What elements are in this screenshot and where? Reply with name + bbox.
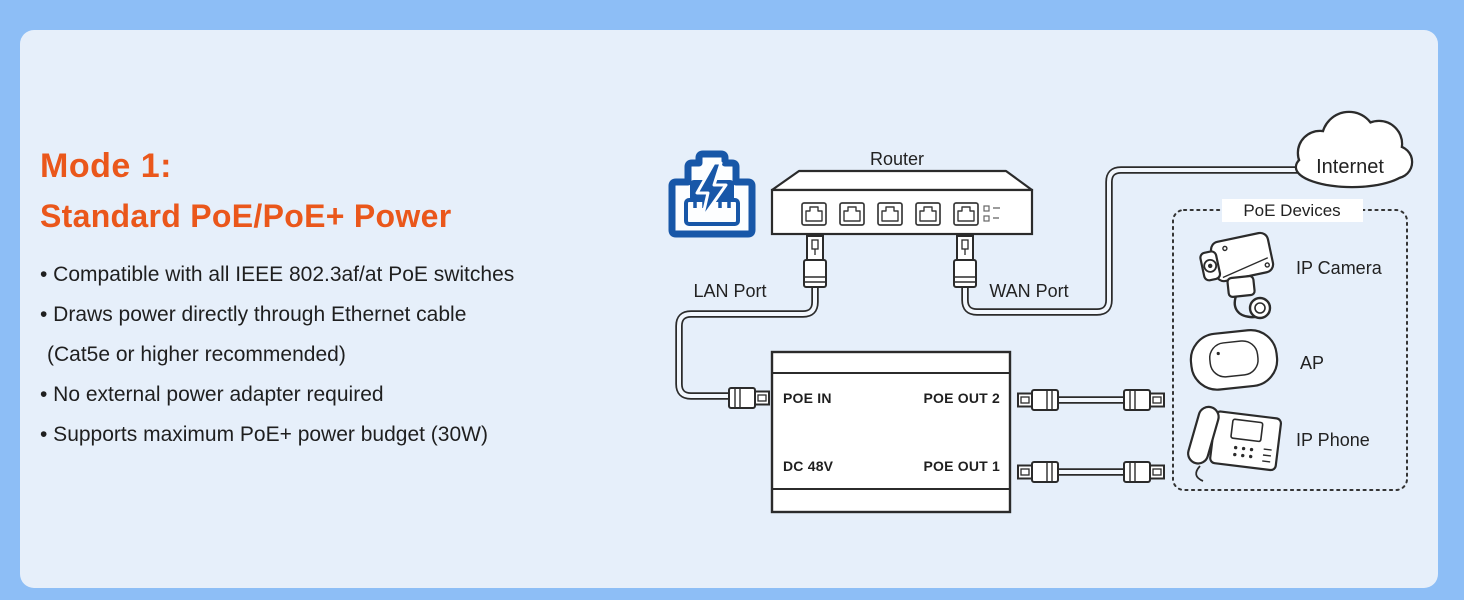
mode-subtitle: Standard PoE/PoE+ Power	[40, 198, 452, 235]
feature-line-5: • Supports maximum PoE+ power budget (30…	[40, 422, 488, 446]
rj45-plug-out1-right-icon	[1123, 461, 1165, 483]
ip-phone-label: IP Phone	[1296, 430, 1370, 450]
ethernet-cables	[675, 166, 1330, 476]
feature-line-1: • Compatible with all IEEE 802.3af/at Po…	[40, 262, 515, 286]
ip-phone-icon	[1187, 405, 1283, 482]
poe-devices-box: PoE Devices IP Camera	[1172, 199, 1408, 491]
internet-label: Internet	[1316, 156, 1384, 178]
poe-power-jack-icon	[668, 150, 756, 238]
router-label: Router	[870, 149, 924, 169]
mode-title: Mode 1:	[40, 147, 172, 185]
ip-camera-label: IP Camera	[1296, 258, 1383, 278]
router-led-indicators	[983, 205, 1000, 222]
marketing-copy: Mode 1: Standard PoE/PoE+ Power • Compat…	[40, 147, 640, 455]
feature-line-4: • No external power adapter required	[40, 382, 384, 406]
rj45-plug-out2-left-icon	[1017, 389, 1059, 411]
poe-extender-box: POE IN POE OUT 2 DC 48V POE OUT 1	[770, 350, 1012, 514]
internet-cloud-icon: Internet	[1294, 110, 1414, 189]
router-icon	[770, 169, 1034, 236]
router-ports	[801, 202, 979, 226]
feature-line-2: • Draws power directly through Ethernet …	[40, 302, 467, 326]
rj45-plug-out1-left-icon	[1017, 461, 1059, 483]
router-port-slots	[805, 206, 975, 222]
ap-label: AP	[1300, 353, 1324, 373]
content-panel	[20, 30, 1438, 588]
feature-line-3: (Cat5e or higher recommended)	[47, 342, 346, 366]
poe-out1-label: POE OUT 1	[924, 458, 1000, 474]
poe-in-label: POE IN	[783, 390, 832, 406]
poe-devices-label: PoE Devices	[1243, 201, 1340, 220]
ap-icon	[1189, 329, 1279, 391]
rj45-plug-out2-right-icon	[1123, 389, 1165, 411]
ip-camera-icon	[1199, 231, 1275, 320]
rj45-plug-lan-icon	[803, 235, 827, 288]
poe-out2-label: POE OUT 2	[924, 390, 1000, 406]
dc-48v-label: DC 48V	[783, 458, 834, 474]
lan-port-label: LAN Port	[693, 281, 766, 301]
feature-list: • Compatible with all IEEE 802.3af/at Po…	[40, 255, 640, 455]
rj45-plug-wan-icon	[953, 235, 977, 288]
rj45-plug-poe-in-icon	[728, 387, 770, 409]
wan-port-label: WAN Port	[989, 281, 1068, 301]
